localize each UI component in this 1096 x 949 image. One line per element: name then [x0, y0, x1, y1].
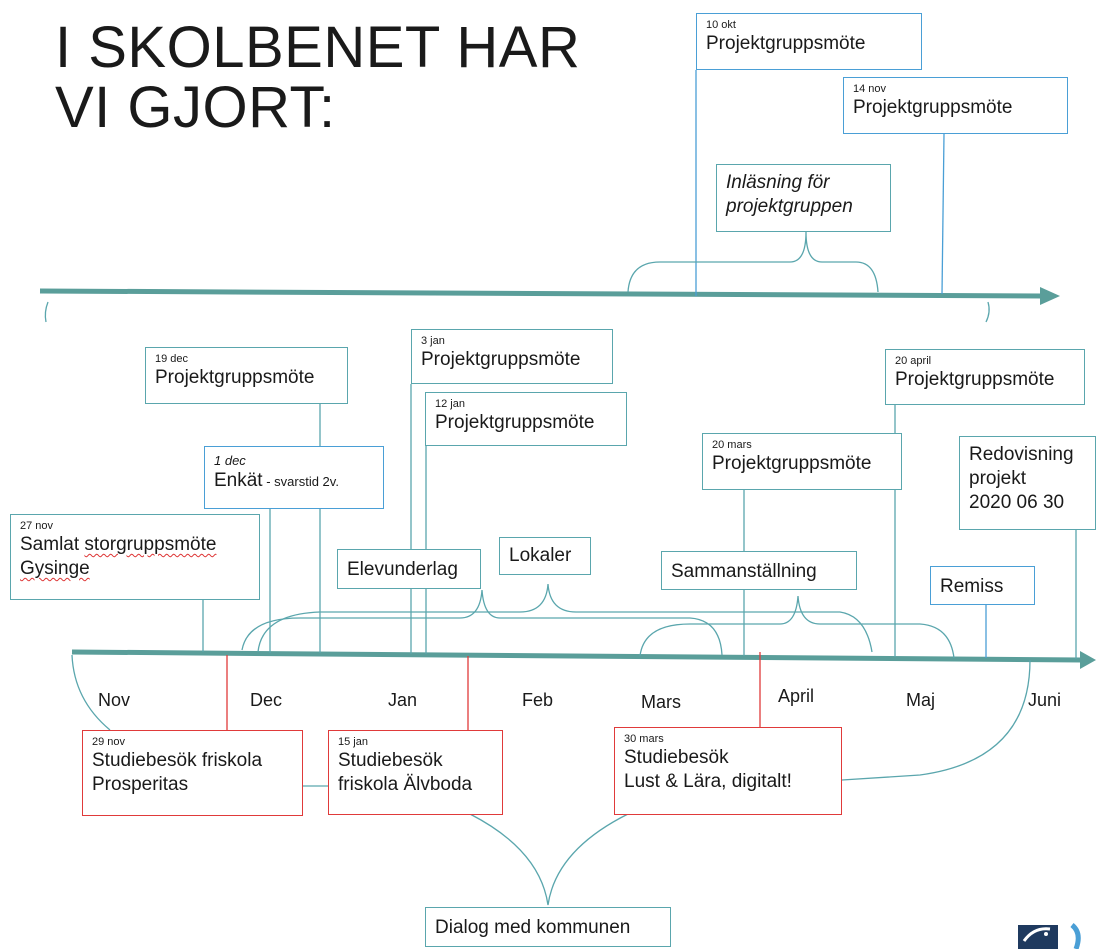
date-30-mars: 30 mars: [624, 733, 664, 745]
bottom-timeline-arrow: [71, 649, 1083, 663]
lower-span-brace: [71, 654, 111, 731]
box-15-jan: 15 jan Studiebesök friskola Älvboda: [328, 730, 503, 815]
month-maj: Maj: [906, 690, 936, 710]
box-27-nov: 27 nov Samlat storgruppsmöte Gysinge: [10, 514, 260, 600]
elevunderlag-brace: [241, 589, 723, 656]
box-sammanstallning: Sammanställning: [661, 551, 857, 590]
bottom-arrowhead: [1080, 651, 1096, 669]
label-15-jan-2: friskola Älvboda: [338, 774, 473, 795]
redovisning-line-1: Redovisning: [969, 444, 1074, 465]
box-lokaler: Lokaler: [499, 537, 591, 575]
box-10-okt: 10 okt Projektgruppsmöte: [696, 13, 922, 70]
label-sammanstallning: Sammanställning: [671, 561, 817, 582]
label-elevunderlag: Elevunderlag: [347, 559, 458, 580]
label-27-nov-b: storgruppsmöte: [84, 534, 217, 555]
date-19-dec: 19 dec: [155, 353, 189, 365]
box-3-jan: 3 jan Projektgruppsmöte: [411, 329, 613, 384]
box-20-mars: 20 mars Projektgruppsmöte: [702, 433, 902, 490]
date-27-nov: 27 nov: [20, 520, 54, 532]
label-lokaler: Lokaler: [509, 545, 572, 566]
label-30-mars-2: Lust & Lära, digitalt!: [624, 771, 792, 792]
date-15-jan: 15 jan: [338, 736, 368, 748]
logo-icon: [1018, 923, 1081, 949]
label-10-okt: Projektgruppsmöte: [706, 33, 866, 54]
label-remiss: Remiss: [940, 576, 1004, 597]
label-14-nov: Projektgruppsmöte: [853, 97, 1013, 118]
redovisning-line-3: 2020 06 30: [969, 492, 1065, 513]
label-19-dec: Projektgruppsmöte: [155, 367, 315, 388]
label-27-nov-gysinge: Gysinge: [20, 558, 90, 579]
label-29-nov-1: Studiebesök friskola: [92, 750, 263, 771]
label-20-april: Projektgruppsmöte: [895, 369, 1055, 390]
inlasning-brace: [627, 231, 879, 293]
box-1-dec: 1 dec Enkät - svarstid 2v.: [204, 446, 384, 509]
label-enkat-note: - svarstid 2v.: [262, 474, 339, 489]
top-arrowhead: [1040, 287, 1060, 305]
inlasning-line-2: projektgruppen: [726, 196, 853, 217]
top-timeline-arrow: [39, 288, 1043, 299]
label-27-nov-a: Samlat: [20, 534, 85, 555]
date-20-mars: 20 mars: [712, 439, 752, 451]
lokaler-brace: [257, 583, 873, 653]
label-3-jan: Projektgruppsmöte: [421, 349, 581, 370]
title-line-2: VI GJORT:: [55, 75, 336, 140]
box-dialog: Dialog med kommunen: [425, 907, 671, 947]
label-enkat: Enkät: [214, 470, 263, 491]
box-elevunderlag: Elevunderlag: [337, 549, 481, 589]
label-20-mars: Projektgruppsmöte: [712, 453, 872, 474]
page-title: I SKOLBENET HAR VI GJORT:: [55, 18, 580, 138]
inlasning-line-1: Inläsning för: [726, 172, 830, 193]
month-jan: Jan: [388, 690, 418, 710]
box-inlasning: Inläsning för projektgruppen: [716, 164, 891, 232]
label-12-jan: Projektgruppsmöte: [435, 412, 595, 433]
label-30-mars-1: Studiebesök: [624, 747, 729, 768]
date-12-jan: 12 jan: [435, 398, 465, 410]
label-dialog: Dialog med kommunen: [435, 917, 631, 938]
box-14-nov: 14 nov Projektgruppsmöte: [843, 77, 1068, 134]
date-10-okt: 10 okt: [706, 19, 736, 31]
label-15-jan-1: Studiebesök: [338, 750, 443, 771]
sammanstallning-brace: [639, 595, 955, 659]
box-30-mars: 30 mars Studiebesök Lust & Lära, digital…: [614, 727, 842, 815]
month-nov: Nov: [98, 690, 131, 710]
label-29-nov-2: Prosperitas: [92, 774, 189, 795]
box-20-april: 20 april Projektgruppsmöte: [885, 349, 1085, 405]
date-29-nov: 29 nov: [92, 736, 126, 748]
box-12-jan: 12 jan Projektgruppsmöte: [425, 392, 627, 446]
date-20-april: 20 april: [895, 355, 932, 367]
month-dec: Dec: [250, 690, 283, 710]
box-remiss: Remiss: [930, 566, 1035, 605]
box-19-dec: 19 dec Projektgruppsmöte: [145, 347, 348, 404]
redovisning-line-2: projekt: [969, 468, 1027, 489]
title-line-1: I SKOLBENET HAR: [55, 15, 581, 80]
month-feb: Feb: [522, 690, 554, 710]
month-juni: Juni: [1028, 690, 1062, 710]
month-april: April: [778, 686, 815, 706]
box-redovisning: Redovisning projekt 2020 06 30: [959, 436, 1096, 530]
date-14-nov: 14 nov: [853, 83, 887, 95]
date-3-jan: 3 jan: [421, 335, 445, 347]
box-29-nov: 29 nov Studiebesök friskola Prosperitas: [82, 730, 303, 816]
date-1-dec: 1 dec: [214, 453, 246, 468]
dialog-brace: [469, 813, 629, 906]
month-mars: Mars: [641, 692, 681, 712]
